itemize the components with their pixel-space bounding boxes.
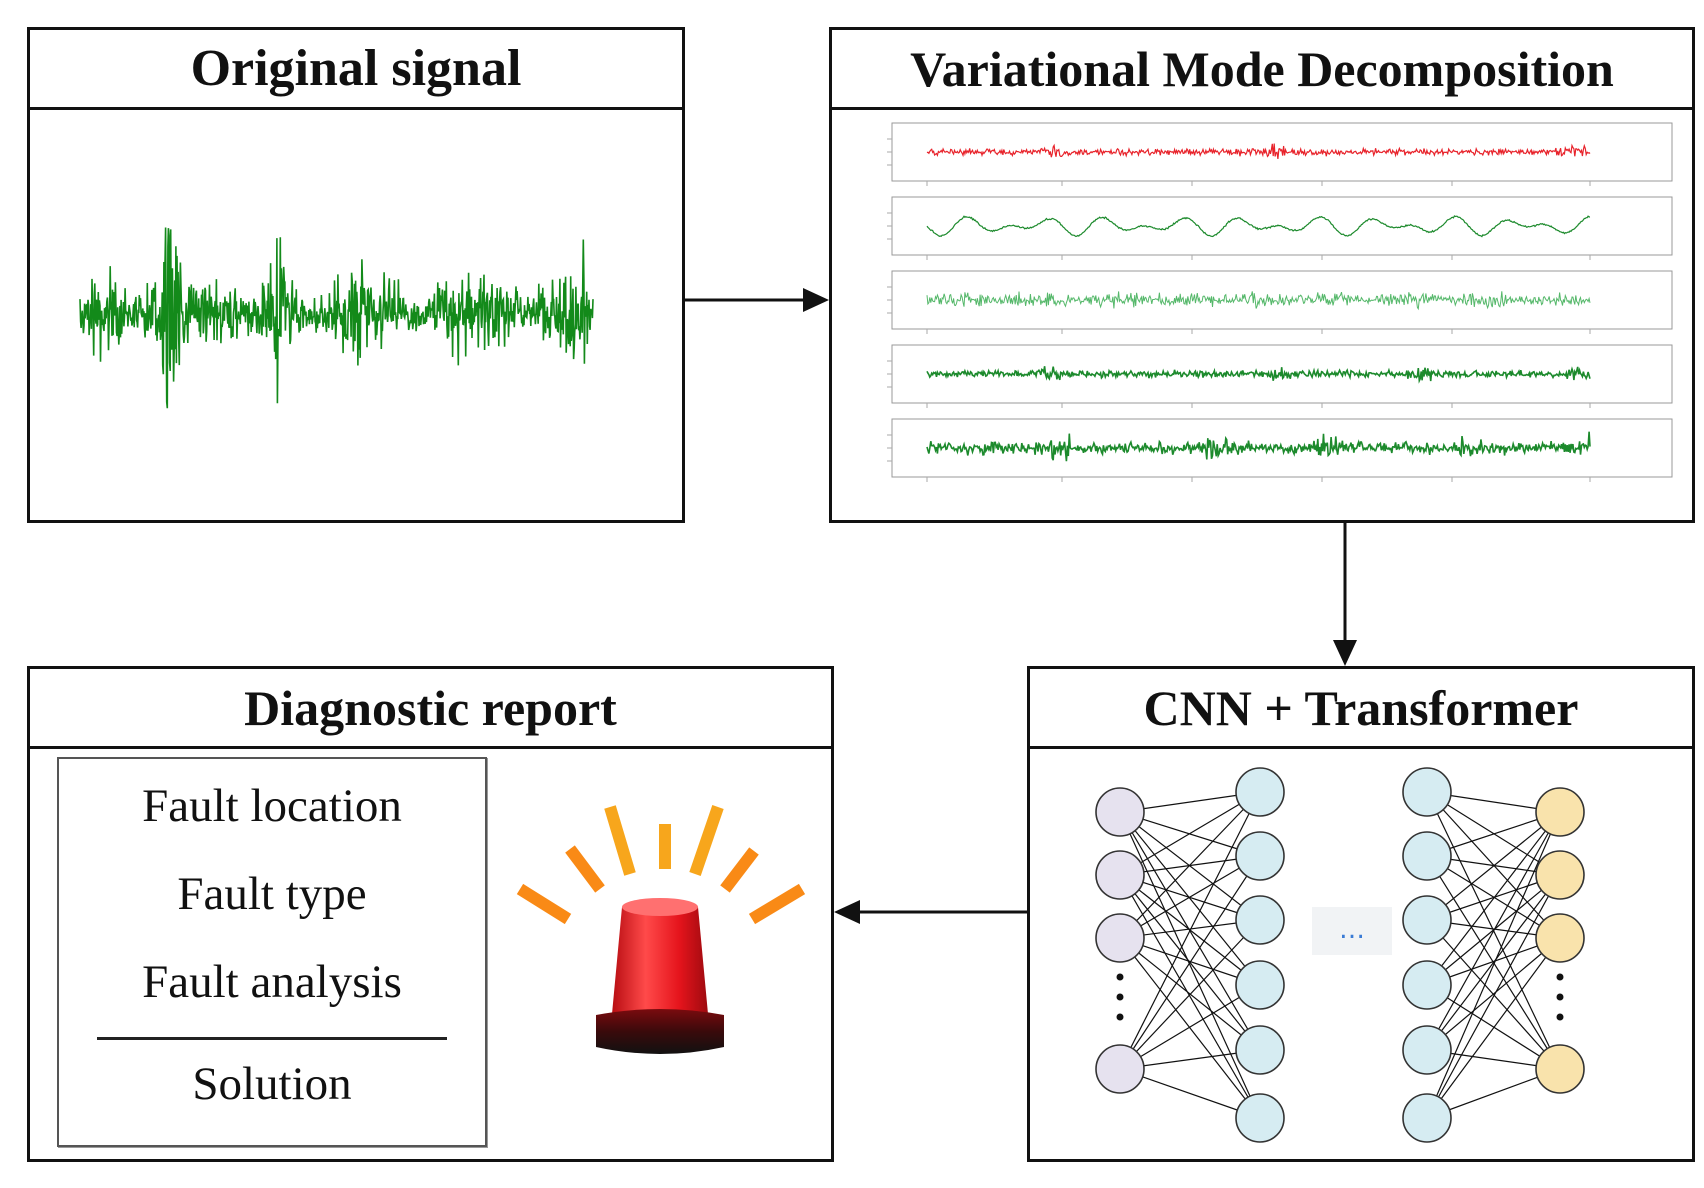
vertical-ellipsis-dot [1116, 993, 1124, 1001]
connection-line [1119, 874, 1261, 1119]
input-node [1095, 1044, 1145, 1094]
report-item-fault-analysis: Fault analysis [142, 956, 402, 1008]
vmd-mode-line [926, 291, 1591, 311]
vmd-mode-line [926, 366, 1591, 384]
vmd-mode-line [926, 143, 1591, 159]
original-signal-line [79, 227, 594, 409]
vmd-title: Variational Mode Decomposition [832, 30, 1692, 110]
connection-line [1119, 855, 1261, 1070]
input-node [1095, 850, 1145, 900]
hidden-node [1402, 1093, 1452, 1143]
report-item-solution: Solution [192, 1058, 352, 1110]
vmd-modes-plot [887, 122, 1673, 482]
hidden-node [1235, 960, 1285, 1010]
original-signal-title: Original signal [30, 30, 682, 110]
hidden-node [1235, 1093, 1285, 1143]
cnn-transformer-panel: CNN + Transformer … [1027, 666, 1695, 1162]
vmd-mode-line [926, 431, 1591, 462]
connection-line [1426, 874, 1561, 1051]
diagnostic-report-panel: Diagnostic report Fault location Fault t… [27, 666, 834, 1162]
output-node [1535, 1044, 1585, 1094]
output-node [1535, 913, 1585, 963]
hidden-node [1402, 960, 1452, 1010]
alarm-siren-icon [516, 805, 806, 1054]
connection-line [1119, 791, 1261, 876]
diagnostic-report-title: Diagnostic report [30, 669, 831, 749]
connection-line [1119, 919, 1261, 1070]
report-item-fault-type: Fault type [177, 868, 367, 920]
report-divider [97, 1037, 447, 1040]
original-signal-waveform [79, 227, 594, 409]
vertical-ellipsis-dot [1116, 973, 1124, 981]
ellipsis-box [1312, 907, 1392, 955]
connection-line [1119, 791, 1261, 1070]
hidden-node [1402, 1025, 1452, 1075]
connection-line [1119, 984, 1261, 1070]
vertical-ellipsis-dot [1556, 1013, 1564, 1021]
vertical-ellipsis-dot [1556, 973, 1564, 981]
connection-line [1119, 855, 1261, 939]
neural-network-icon: … [1095, 767, 1585, 1143]
connection-line [1426, 937, 1561, 1051]
original-signal-panel: Original signal [27, 27, 685, 523]
hidden-node [1235, 767, 1285, 817]
vmd-panel: Variational Mode Decomposition [829, 27, 1695, 523]
hidden-node [1402, 767, 1452, 817]
hidden-node [1402, 831, 1452, 881]
input-node [1095, 913, 1145, 963]
ellipsis-label: … [1339, 915, 1365, 945]
cnn-transformer-title: CNN + Transformer [1030, 669, 1692, 749]
connection-line [1426, 811, 1561, 1119]
connection-line [1119, 791, 1261, 939]
vertical-ellipsis-dot [1116, 1013, 1124, 1021]
connection-line [1119, 937, 1261, 1119]
vertical-ellipsis-dot [1556, 993, 1564, 1001]
connection-line [1426, 811, 1561, 1051]
connection-line [1426, 811, 1561, 921]
hidden-node [1402, 895, 1452, 945]
connection-line [1426, 874, 1561, 1119]
output-node [1535, 850, 1585, 900]
hidden-node [1235, 895, 1285, 945]
report-box: Fault location Fault type Fault analysis… [57, 757, 487, 1147]
connection-line [1426, 937, 1561, 1119]
connection-line [1119, 811, 1261, 1119]
hidden-node [1235, 831, 1285, 881]
connection-line [1426, 811, 1561, 986]
hidden-node [1235, 1025, 1285, 1075]
input-node [1095, 787, 1145, 837]
output-node [1535, 787, 1585, 837]
report-item-fault-location: Fault location [142, 780, 402, 832]
connection-line [1119, 811, 1261, 986]
vmd-mode-line [926, 215, 1591, 238]
